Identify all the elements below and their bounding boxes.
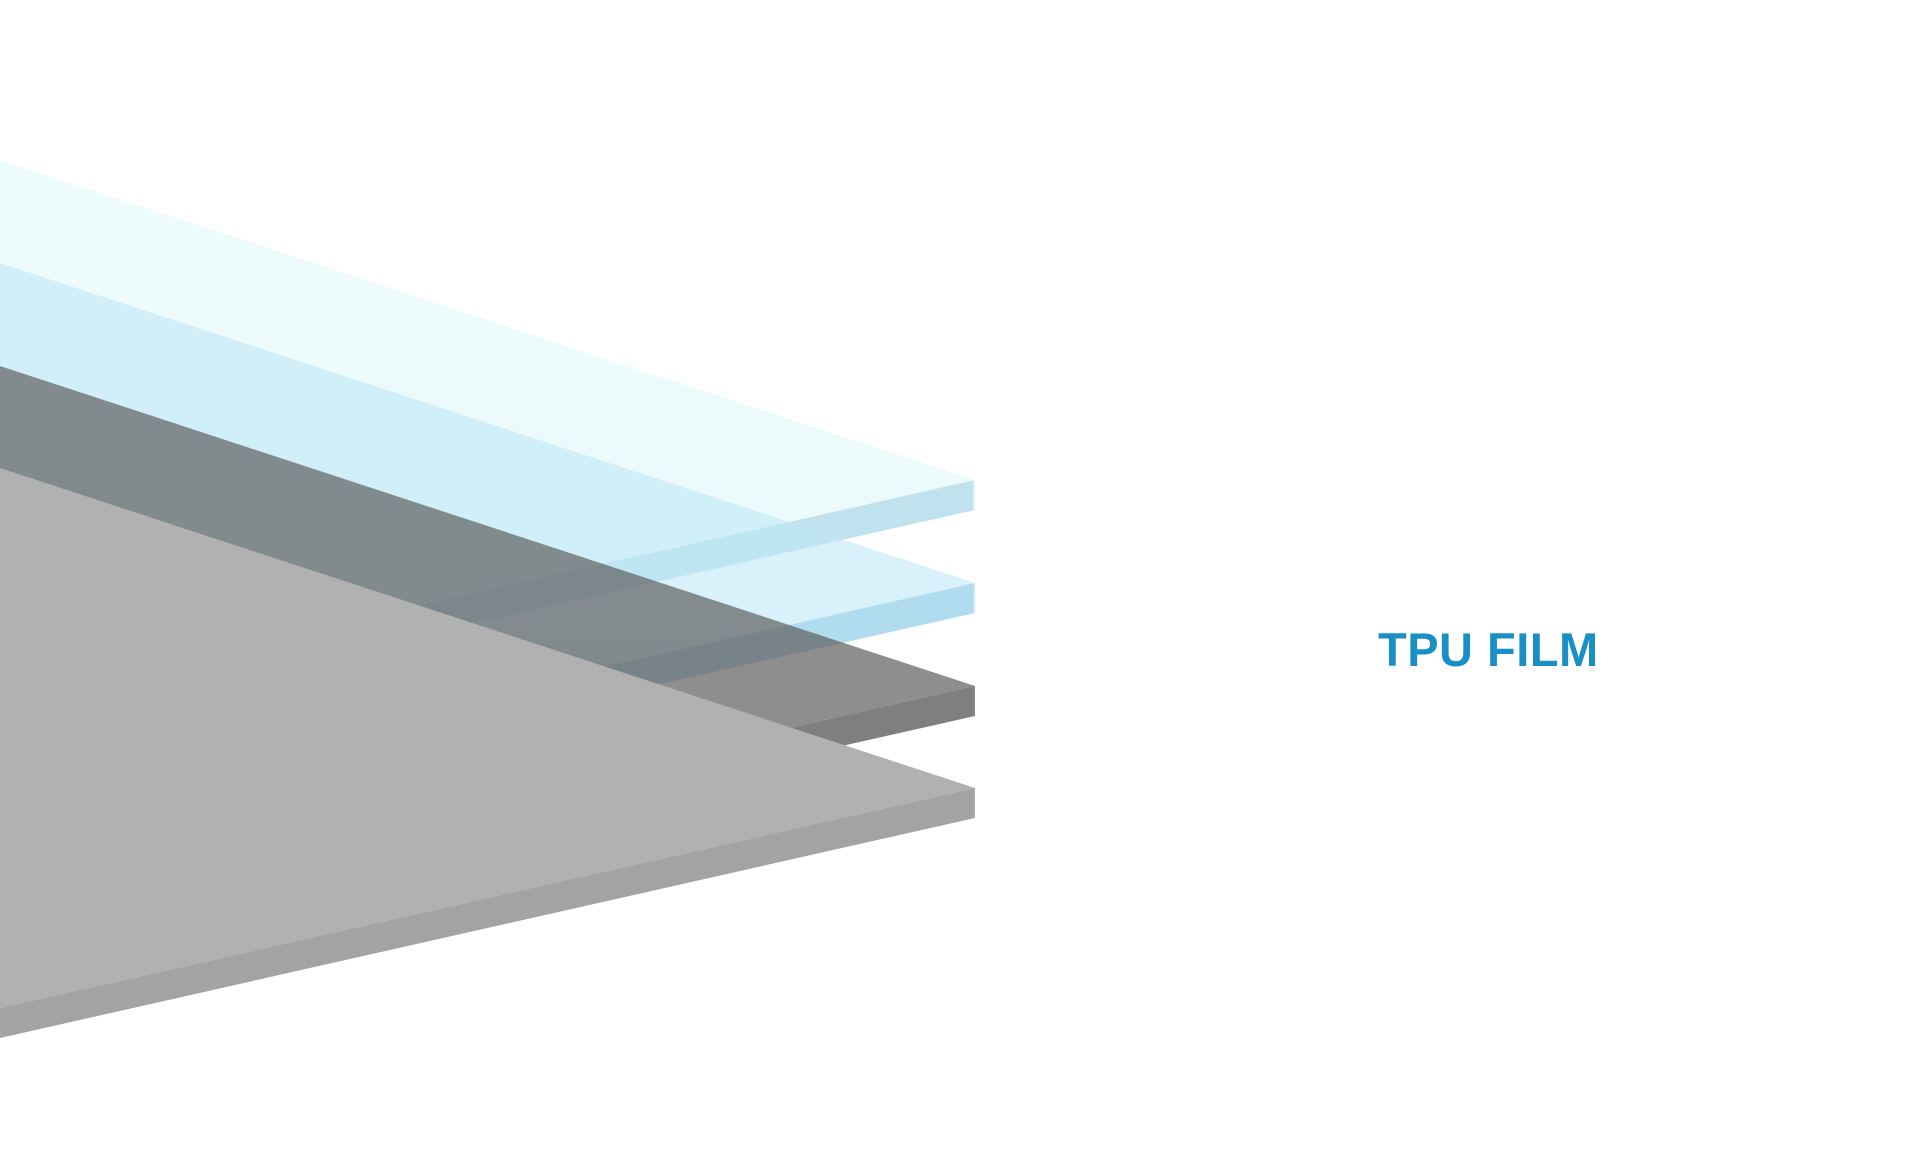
light-gray-layer-top-face	[0, 468, 975, 1008]
tpu-film-label: TPU FILM	[1378, 623, 1599, 676]
light-gray-layer-end-cap	[973, 788, 975, 818]
dark-gray-layer-end-cap	[973, 686, 975, 716]
light-gray-layer	[0, 468, 975, 1038]
light-gray-layer-front-edge	[0, 788, 975, 1038]
top-clear-layer-end-cap	[973, 480, 975, 510]
blue-layer-end-cap	[973, 583, 975, 613]
